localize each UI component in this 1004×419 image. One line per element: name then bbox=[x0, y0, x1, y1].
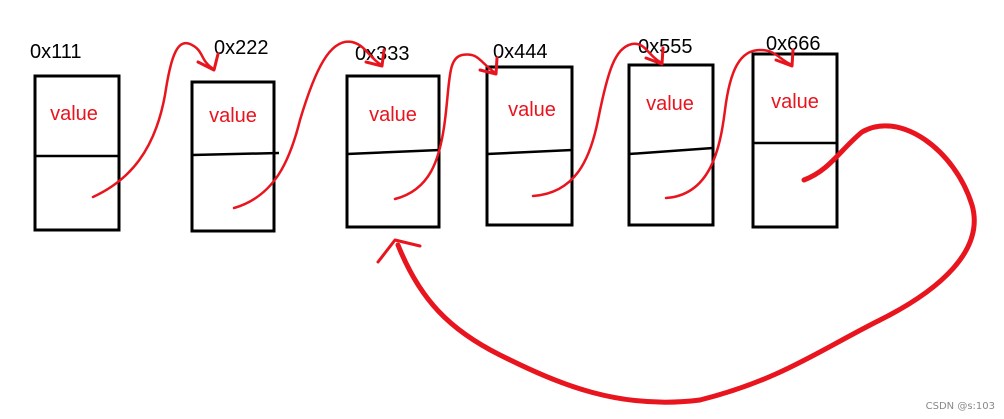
arrowhead-icon bbox=[478, 56, 499, 76]
node-box bbox=[627, 63, 715, 227]
pointer-0x444-to-0x555 bbox=[531, 42, 665, 198]
arrowhead-icon bbox=[774, 48, 795, 68]
node-address: 0x111 bbox=[30, 41, 82, 63]
node-address: 0x555 bbox=[638, 36, 693, 58]
node-address: 0x222 bbox=[214, 37, 269, 59]
arrowhead-icon bbox=[644, 46, 665, 66]
node-value-label: value bbox=[369, 104, 417, 126]
pointer-line bbox=[393, 53, 496, 201]
node-0x444: 0x444 value bbox=[485, 41, 574, 227]
node-box bbox=[190, 80, 276, 233]
watermark: CSDN @s:103 bbox=[926, 401, 995, 412]
pointer-0x333-to-0x444 bbox=[393, 53, 499, 201]
node-divider bbox=[628, 146, 714, 156]
pointer-line bbox=[91, 41, 214, 199]
node-value-label: value bbox=[771, 91, 819, 113]
pointer-0x111-to-0x222 bbox=[91, 41, 220, 199]
node-divider bbox=[346, 148, 441, 156]
nodes-layer: 0x111value0x222value0x333value0x444value… bbox=[30, 33, 839, 233]
node-divider bbox=[486, 148, 573, 156]
pointer-0x222-to-0x333 bbox=[232, 40, 386, 210]
node-address: 0x666 bbox=[766, 33, 821, 55]
node-value-label: value bbox=[209, 105, 257, 127]
node-box bbox=[485, 65, 574, 227]
node-0x111: 0x111 value bbox=[30, 41, 121, 232]
node-divider bbox=[191, 151, 280, 157]
pointer-line bbox=[664, 48, 792, 200]
node-value-label: value bbox=[50, 103, 98, 125]
cycle-pointer-line bbox=[395, 123, 977, 405]
arrowhead-icon bbox=[376, 238, 422, 264]
node-value-label: value bbox=[508, 99, 556, 121]
pointer-line bbox=[232, 40, 382, 210]
links-layer bbox=[91, 40, 977, 405]
node-0x222: 0x222 value bbox=[190, 37, 280, 233]
node-address: 0x444 bbox=[493, 41, 548, 63]
arrowhead-icon bbox=[364, 48, 386, 68]
arrowhead-icon bbox=[196, 52, 220, 72]
node-0x555: 0x555 value bbox=[627, 36, 715, 227]
node-value-label: value bbox=[646, 93, 694, 115]
pointer-0x666-to-0x333 bbox=[376, 123, 977, 405]
node-0x666: 0x666 value bbox=[751, 33, 839, 229]
node-box bbox=[33, 74, 121, 232]
pointer-0x555-to-0x666 bbox=[664, 48, 795, 200]
pointer-line bbox=[531, 42, 662, 198]
node-box bbox=[751, 52, 839, 229]
